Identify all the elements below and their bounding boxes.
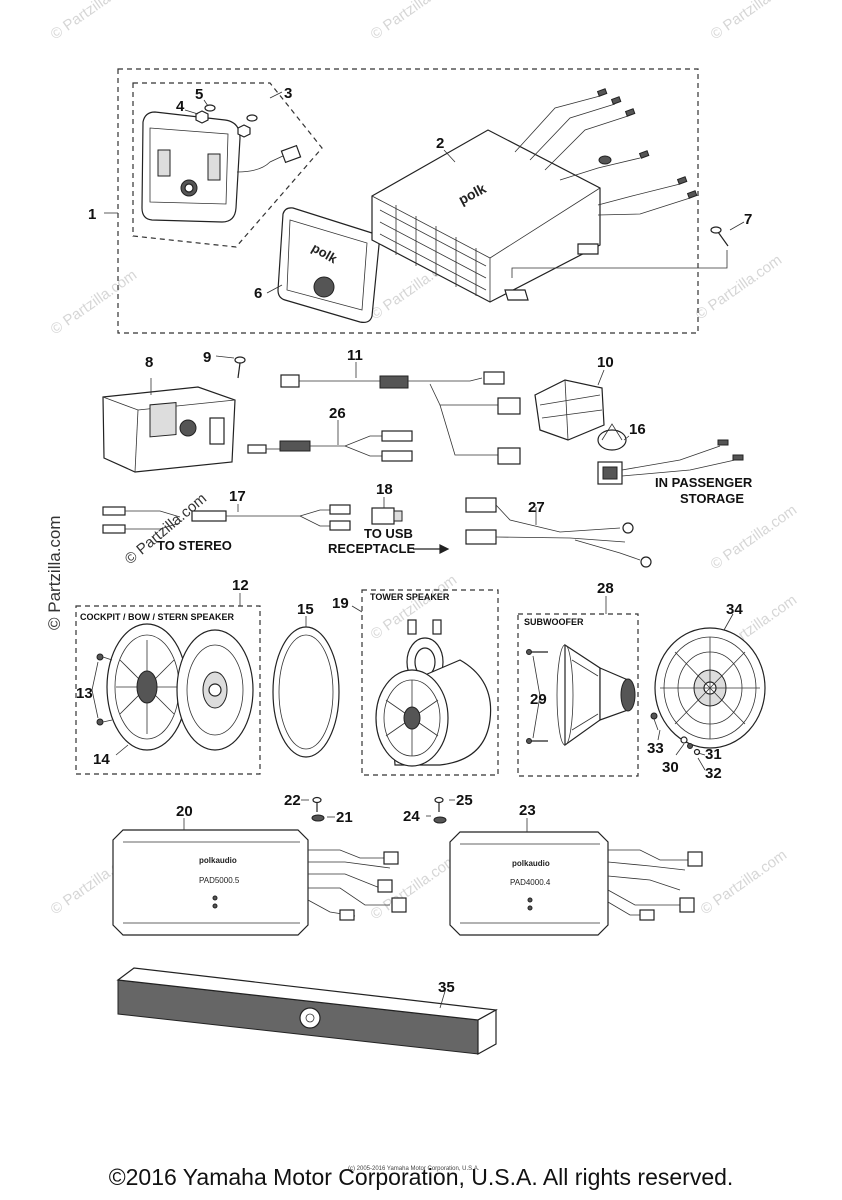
watermark: © Partzilla.com [368, 0, 461, 43]
callout-28: 28 [597, 580, 614, 597]
callout-31: 31 [705, 746, 722, 763]
subwoofer-part-28 [556, 643, 636, 747]
usb-receptacle-part-16 [597, 423, 744, 485]
power-harness-part-27 [465, 497, 652, 568]
label-cockpit-speaker: COCKPIT / BOW / STERN SPEAKER [80, 612, 235, 622]
callout-11: 11 [347, 347, 363, 364]
amp-left-model: PAD5000.5 [199, 876, 240, 885]
front-bezel-part-6: polk [277, 207, 380, 323]
callout-19: 19 [332, 595, 349, 612]
watermark: © Partzilla.com [708, 0, 801, 43]
leader-7 [511, 250, 728, 278]
callout-8: 8 [145, 354, 153, 371]
callout-25: 25 [456, 792, 473, 809]
callout-17: 17 [229, 488, 246, 505]
callout-20: 20 [176, 803, 193, 820]
small-copyright: (c) 2005-2016 Yamaha Motor Corporation, … [348, 1166, 480, 1172]
watermark: © Partzilla.com [708, 501, 801, 573]
callout-29: 29 [530, 691, 547, 708]
arrow-head [439, 544, 450, 554]
hardware-parts-30-33 [650, 712, 701, 756]
speaker-grille-part-34 [654, 627, 766, 749]
watermark: © Partzilla.com [693, 251, 786, 323]
usb-cable-part-17 [102, 504, 351, 534]
callout-9: 9 [203, 349, 211, 366]
rca-cable-part-26 [247, 430, 413, 462]
cable-harness-part-11 [280, 371, 521, 465]
callout-4: 4 [176, 98, 185, 115]
label-subwoofer: SUBWOOFER [524, 617, 584, 627]
callout-5: 5 [195, 86, 203, 103]
nut-part-4 [195, 110, 251, 138]
callout-numbers: 1 2 3 4 5 6 7 8 9 10 11 12 13 14 15 16 1… [76, 85, 752, 996]
label-receptacle: RECEPTACLE [328, 541, 415, 556]
amp-brand: polkaudio [199, 856, 237, 865]
leader-lines [104, 91, 745, 1009]
callout-1: 1 [88, 206, 96, 223]
label-in-passenger: IN PASSENGER [655, 475, 753, 490]
label-to-stereo: TO STEREO [157, 538, 232, 553]
callout-30: 30 [662, 759, 679, 776]
cockpit-speaker-part-14 [106, 623, 254, 751]
callout-2: 2 [436, 135, 444, 152]
callout-21: 21 [336, 809, 353, 826]
callout-3: 3 [284, 85, 292, 102]
watermark-dark: © Partzilla.com [45, 515, 64, 630]
screw-part-22 [312, 796, 322, 812]
screws-part-13 [96, 653, 113, 726]
screw-part-24 [434, 796, 444, 812]
leader-13 [91, 661, 99, 719]
screw-part-9 [234, 356, 246, 379]
callout-16: 16 [629, 421, 646, 438]
tower-speaker-box [361, 589, 499, 776]
amp-right-model: PAD4000.4 [510, 878, 551, 887]
subwoofer-box [517, 613, 639, 777]
screw-part-7 [710, 226, 729, 247]
callout-32: 32 [705, 765, 722, 782]
amplifier-part-20: polkaudio PAD5000.5 [112, 829, 407, 936]
screws-part-29 [526, 649, 548, 744]
callout-10: 10 [597, 354, 614, 371]
assembly-box-3 [132, 82, 323, 248]
washer-part-21 [311, 814, 325, 822]
stereo-head-unit-part-2: polk [371, 88, 698, 303]
bracket-part-10 [534, 379, 605, 441]
usb-adapter-part-18 [371, 507, 403, 525]
callout-34: 34 [726, 601, 743, 618]
gasket-part-15 [272, 626, 340, 758]
watermark: © Partzilla.com [698, 846, 791, 918]
callout-12: 12 [232, 577, 249, 594]
label-tower-speaker: TOWER SPEAKER [370, 592, 450, 602]
watermark: © Partzilla.com [48, 266, 141, 338]
callout-26: 26 [329, 405, 346, 422]
callout-23: 23 [519, 802, 536, 819]
callout-24: 24 [403, 808, 420, 825]
callout-33: 33 [647, 740, 664, 757]
control-module-part-8 [102, 386, 236, 473]
callout-27: 27 [528, 499, 545, 516]
remote-control-unit [141, 111, 302, 223]
tower-speaker-part-19 [375, 619, 492, 767]
callout-6: 6 [254, 285, 262, 302]
amplifier-part-23: polkaudio PAD4000.4 [449, 831, 703, 936]
cockpit-speaker-box [75, 605, 261, 775]
callout-14: 14 [93, 751, 110, 768]
amp-brand: polkaudio [512, 859, 550, 868]
washer-part-5 [204, 104, 258, 122]
callout-7: 7 [744, 211, 752, 228]
label-storage: STORAGE [680, 491, 744, 506]
footer-copyright: ©2016 Yamaha Motor Corporation, U.S.A. A… [108, 1164, 734, 1190]
callout-18: 18 [376, 481, 393, 498]
callout-35: 35 [438, 979, 455, 996]
callout-15: 15 [297, 601, 314, 618]
callout-13: 13 [76, 685, 93, 702]
label-to-usb: TO USB [364, 526, 413, 541]
washer-part-25 [433, 816, 447, 824]
sound-bar-part-35 [116, 967, 498, 1056]
watermark: © Partzilla.com [48, 0, 141, 43]
assembly-box-1 [117, 68, 699, 334]
callout-22: 22 [284, 792, 301, 809]
